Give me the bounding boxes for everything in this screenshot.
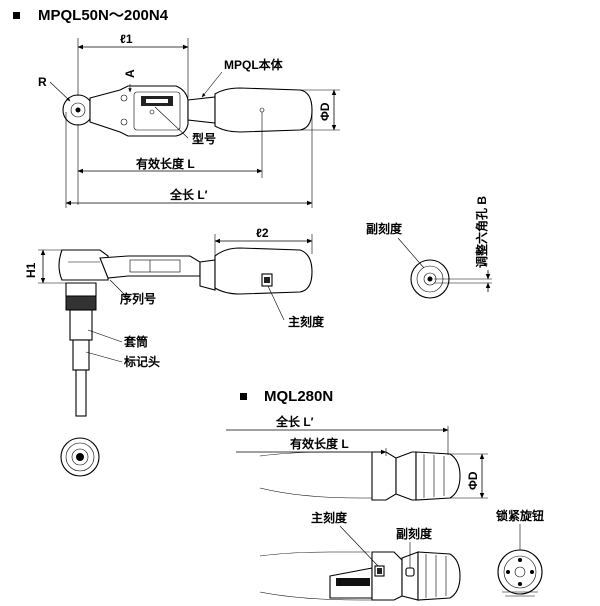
label-l1: ℓ1 bbox=[120, 32, 133, 46]
mql280-side-view bbox=[259, 551, 461, 601]
label-l2: ℓ2 bbox=[256, 226, 269, 240]
mql280-top-view bbox=[259, 451, 461, 501]
label-hex-adjust: 调整六角孔 B bbox=[474, 196, 489, 268]
label-serial: 序列号 bbox=[120, 291, 156, 306]
grip-handle-side bbox=[214, 247, 313, 295]
label-effective-length-280: 有效长度 L bbox=[290, 436, 349, 451]
label-lock-knob: 锁紧旋钮 bbox=[496, 508, 544, 523]
lock-knob-top bbox=[415, 451, 461, 501]
label-total-length-280: 全长 L′ bbox=[275, 414, 314, 429]
ratchet-head-side bbox=[58, 249, 109, 281]
label-marker: 标记头 bbox=[123, 354, 160, 369]
label-sub-scale: 副刻度 bbox=[366, 221, 403, 236]
label-effective-length: 有效长度 L bbox=[136, 156, 195, 171]
label-main-scale: 主刻度 bbox=[288, 314, 325, 329]
grip-handle bbox=[214, 87, 313, 133]
label-a: A bbox=[123, 69, 137, 78]
heading-model-range: MPQL50N～200N4 bbox=[38, 7, 169, 24]
label-h1: H1 bbox=[24, 262, 38, 278]
socket-top bbox=[65, 282, 97, 297]
bullet-square-icon bbox=[240, 393, 247, 400]
scale-bar bbox=[336, 578, 370, 586]
label-socket: 套筒 bbox=[123, 334, 148, 349]
label-r: R bbox=[38, 75, 47, 89]
heading-model-280: MQL280N bbox=[264, 388, 333, 405]
wrench-frame bbox=[89, 85, 189, 137]
lock-knob-side bbox=[417, 551, 461, 601]
label-phi-d: ΦD bbox=[318, 102, 332, 121]
label-model-no: 型号 bbox=[192, 131, 216, 146]
lock-knob-end-view bbox=[497, 549, 543, 597]
marker-head bbox=[75, 369, 87, 417]
label-total-length: 全长 L′ bbox=[169, 187, 208, 202]
label-body: MPQL本体 bbox=[224, 57, 284, 72]
socket-end-view bbox=[60, 437, 100, 477]
wrench-top-view bbox=[62, 85, 313, 137]
bullet-square-icon bbox=[13, 12, 20, 19]
label-main-scale-280: 主刻度 bbox=[311, 510, 348, 525]
socket bbox=[69, 309, 93, 341]
label-sub-scale-280: 副刻度 bbox=[396, 526, 433, 541]
label-phi-d-280: ΦD bbox=[466, 471, 480, 490]
wrench-side-view bbox=[58, 247, 313, 417]
